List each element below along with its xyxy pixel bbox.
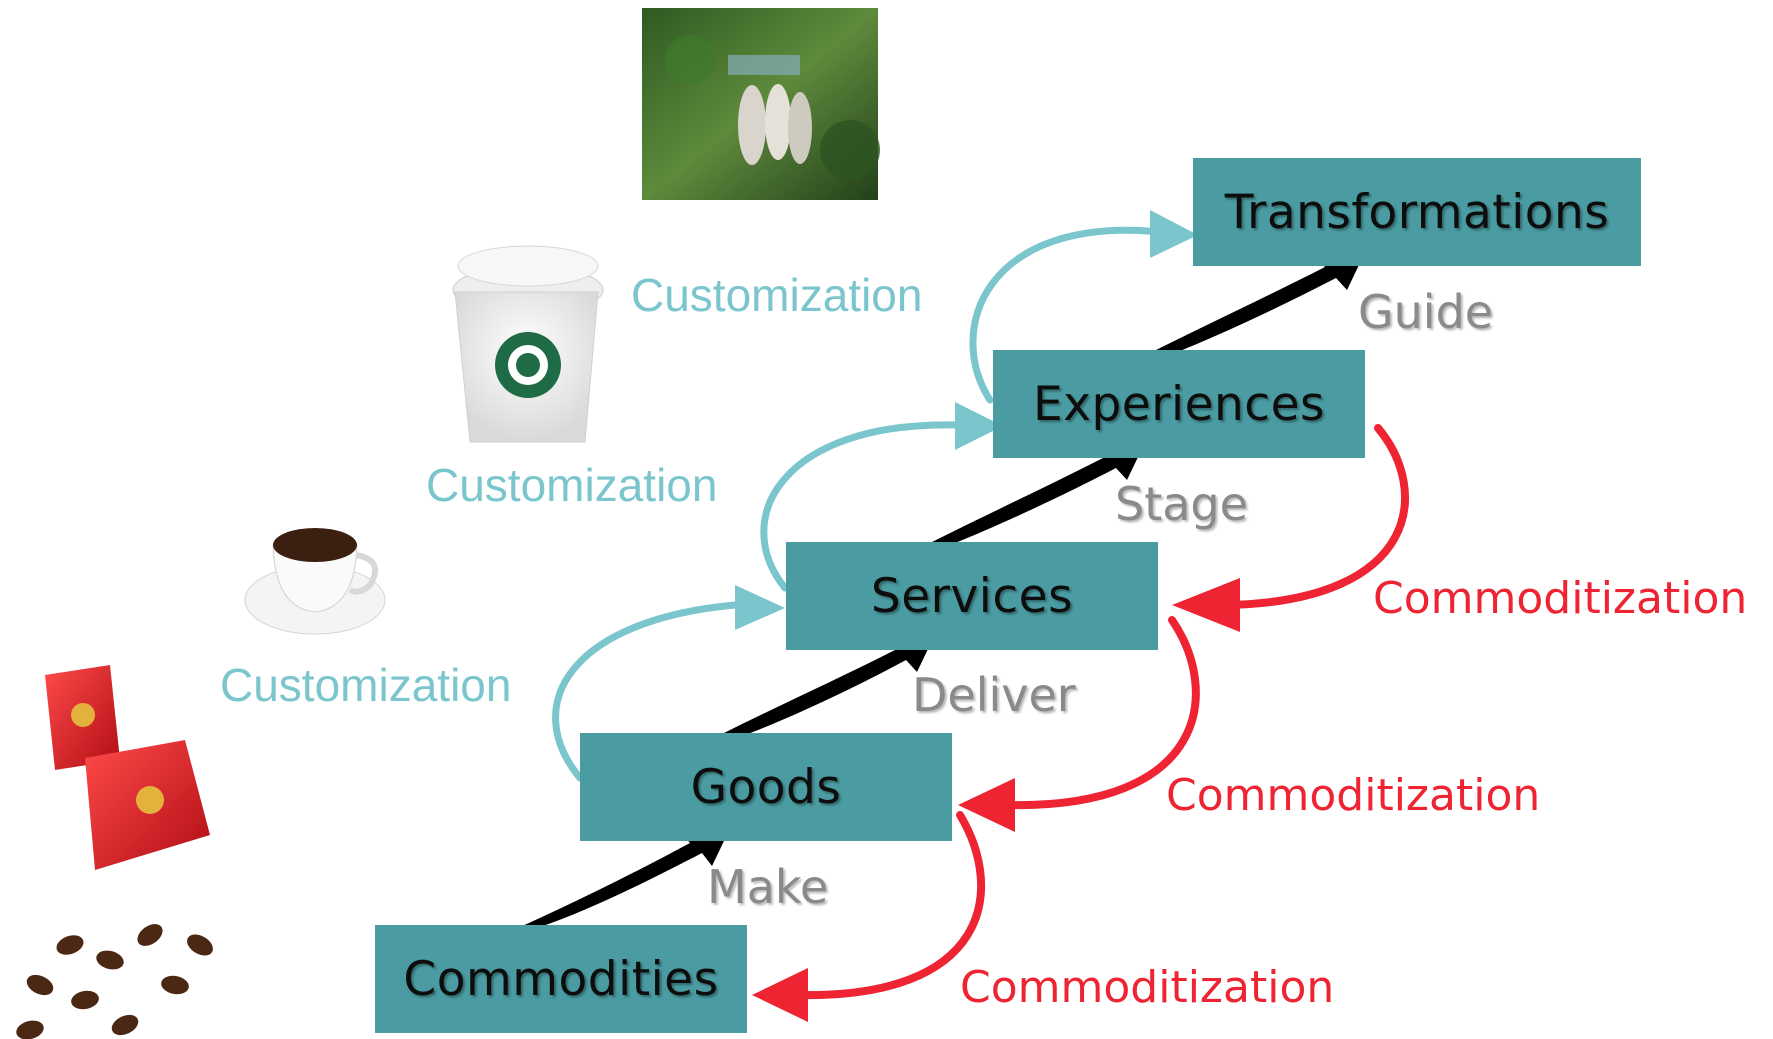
verb-make: Make (707, 860, 829, 914)
verb-deliver: Deliver (912, 668, 1076, 722)
customization-arrow-2 (760, 421, 964, 592)
commoditization-arrow-1 (1226, 424, 1409, 609)
commoditization-arrow-3 (791, 811, 986, 1000)
customization-arrowhead-1 (735, 585, 785, 630)
stage-label: Goods (690, 759, 842, 815)
customization-label-2: Customization (426, 459, 718, 511)
stage-box-commodities: Commodities (375, 925, 747, 1033)
stage-box-experiences: Experiences (993, 350, 1365, 458)
customization-arrows (552, 226, 1164, 782)
customization-arrowheads (735, 210, 1198, 630)
coffee-cup-saucer (244, 528, 386, 635)
commoditization-arrow-2 (1001, 616, 1200, 810)
takeaway-coffee-cup (452, 245, 604, 443)
coffee-beans (16, 924, 213, 1039)
verb-guide: Guide (1358, 285, 1494, 339)
customization-arrow-1 (552, 601, 739, 782)
stage-label: Commodities (403, 951, 719, 1007)
commoditization-arrowhead-2 (958, 778, 1015, 832)
commoditization-label-1: Commoditization (1373, 573, 1748, 624)
stage-box-goods: Goods (580, 733, 952, 841)
stage-label: Experiences (1032, 376, 1326, 432)
stage-label: Services (870, 568, 1074, 624)
verb-stage: Stage (1115, 477, 1248, 531)
customization-arrowhead-2 (955, 402, 1003, 450)
commoditization-arrows (791, 424, 1409, 1000)
customization-label-1: Customization (220, 659, 512, 711)
forest-tour-photo (642, 8, 880, 200)
stage-box-transformations: Transformations (1193, 158, 1641, 266)
commoditization-arrowhead-3 (752, 968, 808, 1022)
commoditization-arrowheads (752, 578, 1240, 1022)
commoditization-arrowhead-1 (1172, 578, 1240, 632)
customization-arrow-3 (969, 226, 1164, 404)
commoditization-label-3: Commoditization (960, 962, 1335, 1013)
coffee-bags (45, 665, 210, 870)
commoditization-label-2: Commoditization (1166, 770, 1541, 821)
stage-box-services: Services (786, 542, 1158, 650)
stage-label: Transformations (1224, 184, 1610, 240)
customization-label-3: Customization (631, 269, 923, 321)
customization-arrowhead-3 (1150, 210, 1198, 258)
